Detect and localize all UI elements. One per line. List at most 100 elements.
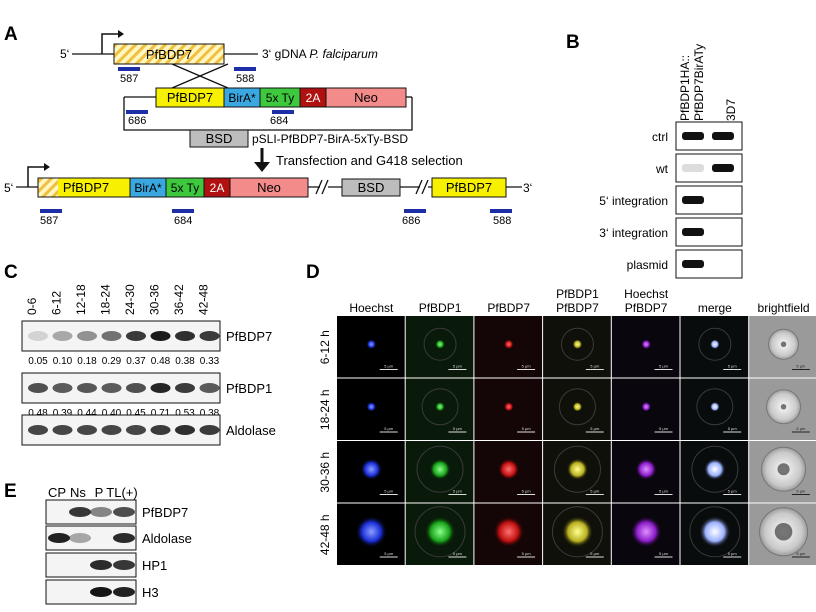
gel-band: [682, 164, 704, 172]
e-blot-band: [48, 533, 70, 543]
fluorescence-signal: [503, 401, 514, 412]
scale-bar-label: 5 µm: [590, 551, 600, 556]
scale-bar-label: 5 µm: [522, 551, 532, 556]
integrated-pfbdp7-end-box: [431, 177, 507, 198]
brightfield-parasite: [774, 522, 793, 541]
d-col-header: PfBDP1: [419, 301, 462, 315]
d-col-header: merge: [698, 301, 732, 315]
gene-label-top: PfBDP7: [146, 47, 192, 62]
c-blot-band: [175, 425, 195, 435]
c-blot-band: [52, 331, 73, 341]
int-primer-587-label: 587: [40, 215, 58, 227]
cell-outline: [698, 327, 732, 361]
d-col-header: PfBDP7: [556, 301, 599, 315]
plasmid-name: pSLI-PfBDP7-BirA-5xTy-BSD: [252, 132, 408, 146]
c-blot-band: [126, 331, 146, 341]
gel-row-label: 3‘ integration: [599, 226, 668, 240]
e-blot-label: HP1: [142, 558, 167, 573]
scale-bar-label: 5 µm: [590, 364, 600, 369]
cell-outline: [421, 388, 459, 426]
integrated-2a-label: 2A: [210, 181, 225, 195]
integrated-bsd-label: BSD: [358, 180, 385, 195]
fluorescence-signal: [424, 515, 457, 548]
scale-bar-label: 5 µm: [384, 489, 394, 494]
primer-684-icon: [272, 110, 294, 114]
fluorescence-signal: [429, 458, 452, 481]
e-blot-band: [90, 560, 112, 570]
gel-row-label: 5‘ integration: [599, 194, 668, 208]
gel-band: [682, 228, 704, 236]
fluorescence-signal: [435, 401, 446, 412]
plasmid-backbone: [123, 97, 413, 131]
c-quant-value: 0.29: [102, 356, 122, 367]
d-col-header: PfBDP7: [625, 301, 668, 315]
d-col-header: PfBDP1: [556, 287, 599, 301]
integrated-pfbdp7-end-label: PfBDP7: [446, 180, 492, 195]
fluorescence-signal: [360, 458, 383, 481]
integrated-bsd-box: [341, 178, 401, 197]
int-primer-588-label: 588: [493, 215, 511, 227]
break-mark-1: [315, 179, 323, 195]
fluorescence-signal: [355, 515, 388, 548]
scale-bar-label: 5 µm: [659, 426, 669, 431]
crossover-line-2: [171, 63, 229, 89]
c-quant-value: 0.45: [126, 408, 146, 419]
cell-outline: [553, 445, 601, 493]
plasmid-bira-label: BirA*: [228, 91, 256, 105]
e-blot-band: [69, 507, 91, 517]
int-primer-588-icon: [490, 209, 512, 213]
c-blot-band: [77, 383, 97, 393]
d-row-label: 42-48 h: [318, 514, 332, 555]
d-row-label: 30-36 h: [318, 452, 332, 493]
c-blot-band: [175, 331, 195, 341]
panel-letter-a: A: [4, 24, 18, 45]
c-blot-band: [150, 331, 171, 341]
timepoint-label: 24-30: [123, 284, 137, 315]
c-blot-label: Aldolase: [226, 423, 276, 438]
gel-col1-line1: PfBDP1HA::: [678, 55, 692, 121]
cell-outline: [691, 445, 739, 493]
gel-band: [682, 260, 704, 268]
integrated-promoter-arrow-icon: [27, 166, 44, 187]
int-primer-686-icon: [404, 209, 426, 213]
e-blot-band: [90, 587, 112, 597]
cell-outline: [558, 388, 596, 426]
c-blot-label: PfBDP7: [226, 329, 272, 344]
scale-bar-label: 5 µm: [522, 489, 532, 494]
e-blot-label: PfBDP7: [142, 505, 188, 520]
fluorescence-signal: [709, 401, 720, 412]
c-quant-value: 0.38: [200, 408, 220, 419]
d-col-header: brightfield: [758, 301, 810, 315]
fluorescence-signal: [630, 515, 663, 548]
e-blot-label: H3: [142, 585, 159, 600]
c-quant-value: 0.05: [28, 356, 48, 367]
brightfield-parasite: [780, 341, 787, 347]
c-blot-band: [199, 383, 220, 393]
gel-band: [682, 132, 704, 140]
timepoint-label: 12-18: [74, 284, 88, 315]
int-primer-686-label: 686: [402, 215, 420, 227]
fluorescence-signal: [503, 339, 514, 350]
c-blot-band: [175, 383, 195, 393]
primer-686-label: 686: [128, 115, 146, 127]
gdna-label: 3‘ gDNA P. falciparum: [262, 47, 378, 61]
scale-bar-label: 5 µm: [384, 426, 394, 431]
integrated-five-prime: 5‘: [4, 181, 13, 195]
c-quant-value: 0.40: [102, 408, 122, 419]
c-quant-value: 0.48: [151, 356, 171, 367]
timepoint-label: 0-6: [25, 297, 39, 315]
fluorescence-signal: [497, 458, 520, 481]
d-col-header: Hoechst: [624, 287, 669, 301]
scale-bar-label: 5 µm: [522, 426, 532, 431]
int-primer-684-icon: [172, 209, 194, 213]
plasmid-bsd-label: BSD: [206, 131, 233, 146]
c-quant-value: 0.18: [77, 356, 97, 367]
c-blot-band: [126, 425, 146, 435]
c-blot-band: [126, 383, 146, 393]
break-mark-2: [415, 179, 423, 195]
